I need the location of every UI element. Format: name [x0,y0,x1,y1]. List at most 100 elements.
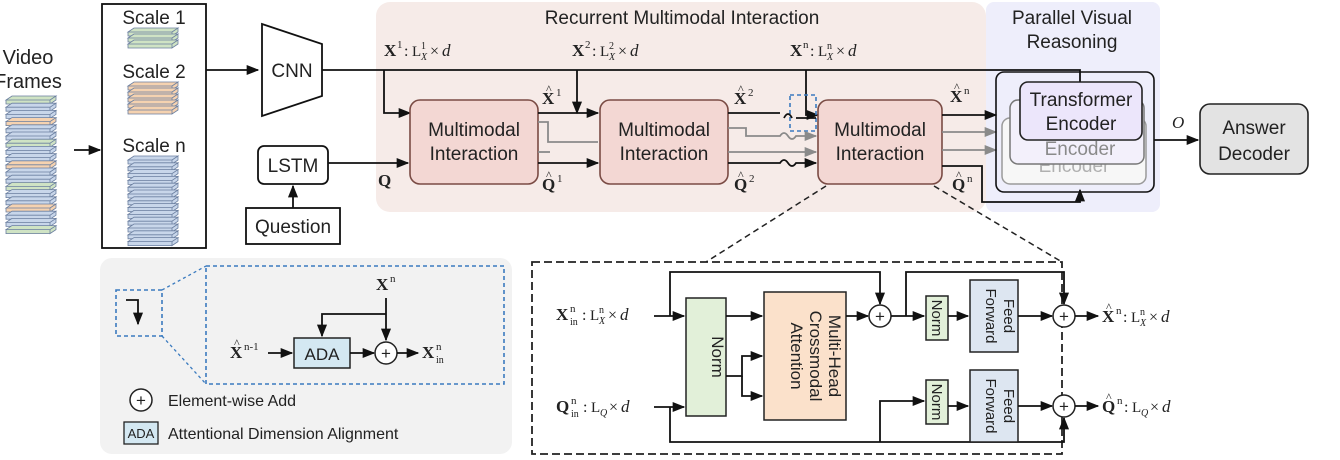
mmi-block-n-line1: Multimodal [834,120,926,141]
ada-marker-small [115,289,163,337]
o-label: O [1172,113,1184,132]
svg-text:L: L [591,400,600,416]
svg-text:X: X [420,52,428,63]
svg-text:d: d [442,41,451,60]
svg-text:n: n [571,395,577,407]
svg-text:n: n [599,305,604,316]
q-label: Q [378,171,391,190]
svg-text:Q: Q [734,175,747,194]
transformer-encoder-block [1019,81,1143,141]
norm-block-x [925,295,949,341]
svg-text:^: ^ [954,80,960,94]
svg-text::: : [582,307,586,324]
svg-text:2: 2 [748,87,754,99]
svg-text:n: n [964,85,970,97]
xhatn-label: X ^ n [950,80,970,106]
svg-text:X: X [950,87,963,106]
svg-text:1: 1 [421,41,426,52]
frame-slab [4,224,58,235]
scale-1-label: Scale 1 [122,8,185,29]
xn-arrow [805,70,820,121]
x-residual [669,271,886,316]
frame-slab [4,138,58,148]
qn-out-label: Q ^ n : L Q × d [1102,390,1171,419]
ada-zoom-bottom [161,335,207,385]
frame-slab [126,189,180,199]
answer-decoder-block [1199,103,1309,175]
svg-text:2: 2 [749,173,755,185]
svg-text:X: X [734,89,747,108]
mmi-block-1 [409,99,539,185]
svg-text:n: n [570,303,576,315]
svg-text::: : [592,43,596,60]
mhca-q-to-norm [879,395,926,442]
frame-slab [4,116,58,127]
ada-add-node-symbol: + [381,344,391,363]
qhat1-label: Q ^ 1 [542,168,563,194]
question-block [245,207,341,245]
detail-box [531,261,1063,455]
ff-block-x [969,279,1019,353]
svg-text:n-1: n-1 [244,341,259,353]
svg-text:n: n [436,341,442,353]
frame-slab [4,145,58,156]
xn-out-label: X ^ n : L n X × d [1102,300,1170,329]
zoom-line-left [705,185,827,263]
rmi-title: Recurrent Multimodal Interaction [545,8,820,29]
x1-label: X 1 : L 1 X × d [384,39,451,63]
ff-x-line1: Feed [1000,299,1017,333]
svg-text:Q: Q [542,175,555,194]
svg-text:×: × [1150,399,1159,416]
x1-arrow [383,70,412,119]
mmi-block-1-line2: Interaction [430,144,519,165]
scale-2-label: Scale 2 [122,62,185,83]
ada-marker-arrow [126,299,144,326]
svg-text:^: ^ [956,168,962,182]
svg-text:X: X [790,41,803,60]
frame-slab [4,95,58,105]
svg-text:n: n [967,173,973,185]
video-frame-stack [4,95,58,235]
norm-to-mhca-mid1 [726,350,764,377]
transformer-encoder-line1: Transformer [1030,90,1133,111]
svg-text:^: ^ [234,336,240,350]
mmi-block-2-line1: Multimodal [618,120,710,141]
q-residual [669,407,1070,443]
qhat2-label: Q ^ 2 [734,168,755,194]
svg-text:Q: Q [556,397,569,416]
norm-to-mhca-mid2 [741,376,764,402]
svg-text:X: X [1139,318,1147,329]
legend-add-icon [129,388,153,412]
svg-text:X: X [608,52,616,63]
question-label: Question [255,217,331,238]
qhatn-line [942,165,1086,203]
svg-text:2: 2 [585,39,591,51]
svg-text:in: in [436,355,444,366]
mmi1-grey-branch-top [538,121,598,143]
pvr-outer-frame [995,71,1155,193]
svg-text:×: × [430,43,439,60]
svg-text:d: d [620,305,629,324]
frame-slab [4,210,58,220]
lstm-block [257,145,329,185]
video-label-line1: Video [3,47,54,69]
svg-text:2: 2 [609,41,614,52]
frame-slab [4,181,58,192]
xn-label: X n : L n X × d [790,39,857,63]
frame-slab [126,155,180,165]
frame-slab [126,202,180,213]
svg-text:^: ^ [1106,300,1112,314]
scale-stacks [126,27,180,247]
ff-q-line1: Feed [1000,389,1017,423]
mmi-block-2 [599,99,729,185]
encoder-back-1-label: Encoder [1045,139,1116,160]
svg-text:×: × [609,399,618,416]
frame-slab [126,105,180,115]
svg-text:^: ^ [738,168,744,182]
svg-text:X: X [556,305,569,324]
mmi-block-1-line1: Multimodal [428,120,520,141]
legend-ada-icon-label: ADA [128,426,155,441]
xhat2-label: X ^ 2 [734,82,754,108]
video-label-line2: Frames [0,71,62,93]
norm-x-label: Norm [928,300,945,337]
